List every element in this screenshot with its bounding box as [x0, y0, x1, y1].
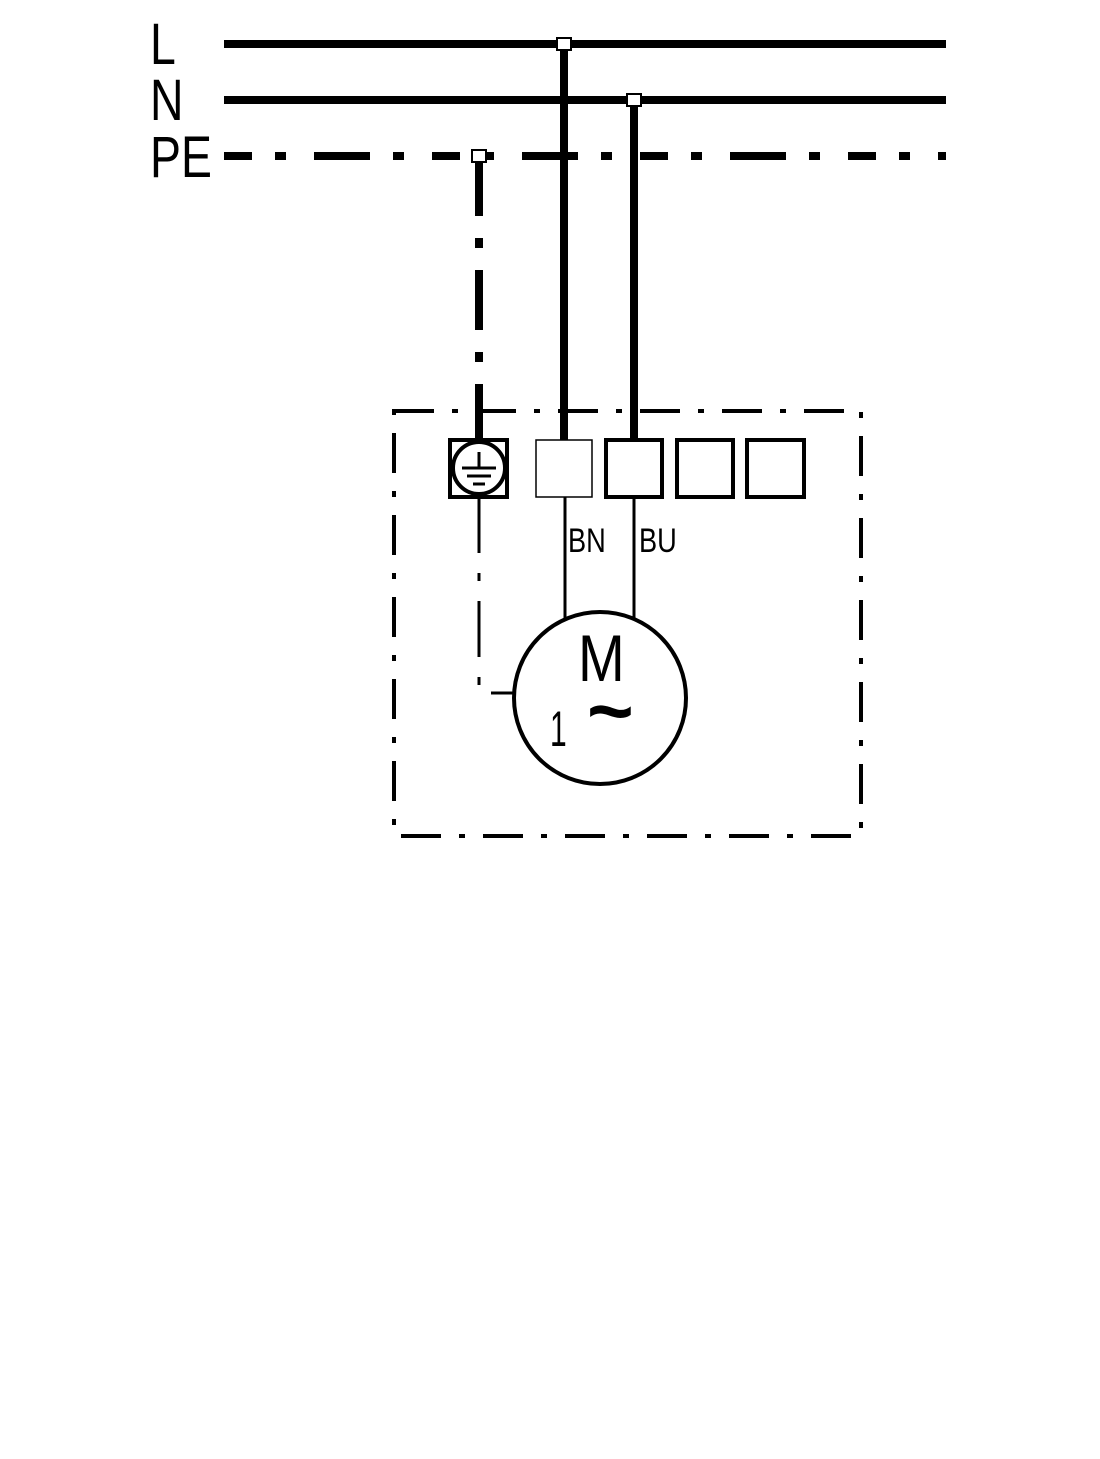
protective-earth-icon: [448, 438, 509, 499]
phase-count: 1: [550, 701, 567, 757]
junction-N: [626, 93, 642, 107]
device-enclosure: [392, 409, 863, 838]
terminal-N: [604, 438, 664, 499]
wire-label-BU: BU: [639, 521, 677, 560]
junction-PE: [471, 149, 487, 163]
label-L: L: [150, 12, 176, 77]
label-N: N: [150, 68, 184, 133]
label-PE: PE: [150, 125, 212, 190]
terminal-spare-1: [675, 438, 735, 499]
wire-label-BN: BN: [568, 521, 606, 560]
junction-L: [556, 37, 572, 51]
terminal-L: [535, 439, 593, 498]
wire-earth: [477, 497, 514, 695]
motor-symbol: [512, 610, 688, 786]
motor-label: M: [578, 622, 625, 695]
ac-symbol: ~: [587, 666, 634, 755]
terminal-spare-2: [745, 438, 806, 499]
